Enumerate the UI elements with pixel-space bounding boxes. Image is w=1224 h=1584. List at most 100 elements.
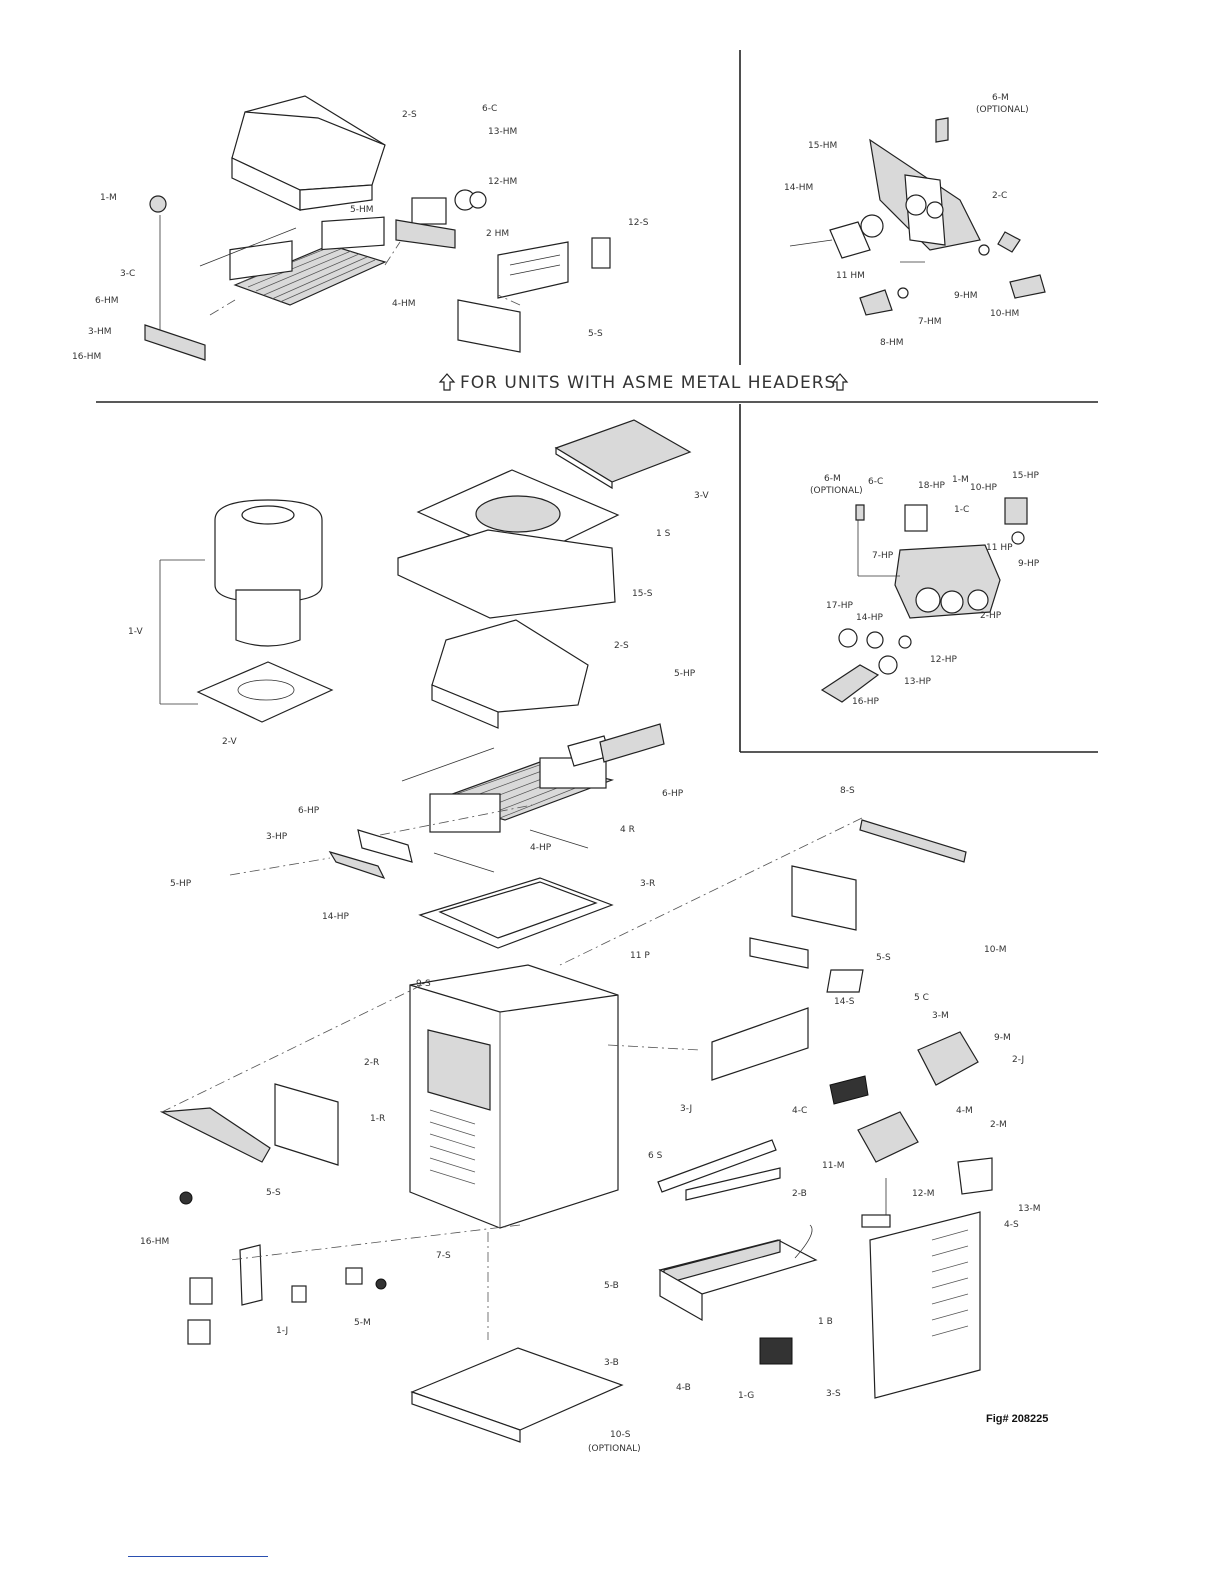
label: 1 S — [656, 529, 671, 539]
section-dividers — [96, 50, 1098, 753]
door-louvers — [931, 1229, 969, 1337]
label: 17-HP — [826, 601, 853, 611]
label: 11-M — [822, 1161, 844, 1171]
label: 5 C — [914, 993, 929, 1003]
label: 15-HP — [1012, 471, 1039, 481]
top-right-assembly — [789, 117, 1046, 316]
label: 4-B — [676, 1383, 691, 1393]
top-left-assembly — [144, 95, 611, 361]
label: 5-S — [876, 953, 891, 963]
label: 4-HM — [392, 299, 416, 309]
callout-labels: 2-S 6-C 13-HM 12-HM 1-M 2 HM 5-HM 12-S 3… — [72, 93, 1040, 1454]
label: 4 R — [620, 825, 635, 835]
mid-right-assembly — [820, 497, 1028, 703]
label: 13-M — [1018, 1204, 1040, 1214]
label: 2-V — [222, 737, 237, 747]
label: 3-HM — [88, 327, 112, 337]
label: 5-HM — [350, 205, 374, 215]
main-assembly — [159, 419, 993, 1443]
label: 2-S — [402, 110, 417, 120]
label: 18-HP — [918, 481, 945, 491]
label: 2-S — [614, 641, 629, 651]
label: 14-HP — [856, 613, 883, 623]
label: 1-J — [276, 1326, 288, 1336]
label: 3-HP — [266, 832, 288, 842]
label: 2-C — [992, 191, 1007, 201]
label: 11 HP — [986, 543, 1013, 553]
cabinet-louvers — [429, 1109, 476, 1185]
label: 11 HM — [836, 271, 865, 281]
label: 5-HP — [170, 879, 192, 889]
label: 1-M — [100, 193, 117, 203]
label: 2-HP — [980, 611, 1002, 621]
label: 4-HP — [530, 843, 552, 853]
label: 1-G — [738, 1391, 754, 1401]
label: 9-HP — [1018, 559, 1040, 569]
label: 9-M — [994, 1033, 1011, 1043]
label: 7-S — [436, 1251, 451, 1261]
label: 12-HM — [488, 177, 517, 187]
label: 4-C — [792, 1106, 807, 1116]
label: 3-B — [604, 1358, 619, 1368]
label: 10-HM — [990, 309, 1019, 319]
label: 9-HM — [954, 291, 978, 301]
label: 13-HP — [904, 677, 931, 687]
label: 14-S — [834, 997, 855, 1007]
label: 5-B — [604, 1281, 619, 1291]
label: 3-R — [640, 879, 655, 889]
label: 10-HP — [970, 483, 997, 493]
label: 16-HM — [140, 1237, 169, 1247]
label: 1-V — [128, 627, 143, 637]
label: 3-C — [120, 269, 135, 279]
label: 14-HM — [784, 183, 813, 193]
label: 2-B — [792, 1189, 807, 1199]
footer-underline — [128, 1556, 268, 1557]
label: 6-HP — [662, 789, 684, 799]
label: 12-M — [912, 1189, 934, 1199]
label: 5-HP — [674, 669, 696, 679]
label: 14-HP — [322, 912, 349, 922]
label: 16-HP — [852, 697, 879, 707]
label: 7-HP — [872, 551, 894, 561]
label: 6-M — [992, 93, 1009, 103]
up-arrow-icon — [438, 373, 456, 391]
label: 6-M — [824, 474, 841, 484]
label: 6-C — [482, 104, 497, 114]
label: 2-R — [364, 1058, 379, 1068]
label: (OPTIONAL) — [810, 486, 863, 496]
label: 4-S — [1004, 1220, 1019, 1230]
label: 1-C — [954, 505, 969, 515]
label: (OPTIONAL) — [588, 1444, 641, 1454]
label: 3-J — [680, 1104, 692, 1114]
label: 7-HM — [918, 317, 942, 327]
label: 12-S — [628, 218, 649, 228]
label: (OPTIONAL) — [976, 105, 1029, 115]
asme-banner: FOR UNITS WITH ASME METAL HEADERS — [438, 373, 849, 393]
label: 15-S — [632, 589, 653, 599]
label: 6 S — [648, 1151, 663, 1161]
label: 8-HM — [880, 338, 904, 348]
label: 3-V — [694, 491, 709, 501]
label: 6-HP — [298, 806, 320, 816]
label: 4-M — [956, 1106, 973, 1116]
label: 3-M — [932, 1011, 949, 1021]
label: 1 B — [818, 1317, 833, 1327]
label: 5-S — [588, 329, 603, 339]
label: 1-R — [370, 1114, 385, 1124]
label: 6-C — [868, 477, 883, 487]
up-arrow-icon — [831, 373, 849, 391]
label: 16-HM — [72, 352, 101, 362]
label: 2 HM — [486, 229, 509, 239]
label: 12-HP — [930, 655, 957, 665]
label: 5-S — [266, 1188, 281, 1198]
label: 2-M — [990, 1120, 1007, 1130]
label: 11 P — [630, 951, 650, 961]
label: 1-M — [952, 475, 969, 485]
label: 15-HM — [808, 141, 837, 151]
label: 10-M — [984, 945, 1006, 955]
label: 2-J — [1012, 1055, 1024, 1065]
label: 6-HM — [95, 296, 119, 306]
label: 3-S — [826, 1389, 841, 1399]
label: 5-M — [354, 1318, 371, 1328]
